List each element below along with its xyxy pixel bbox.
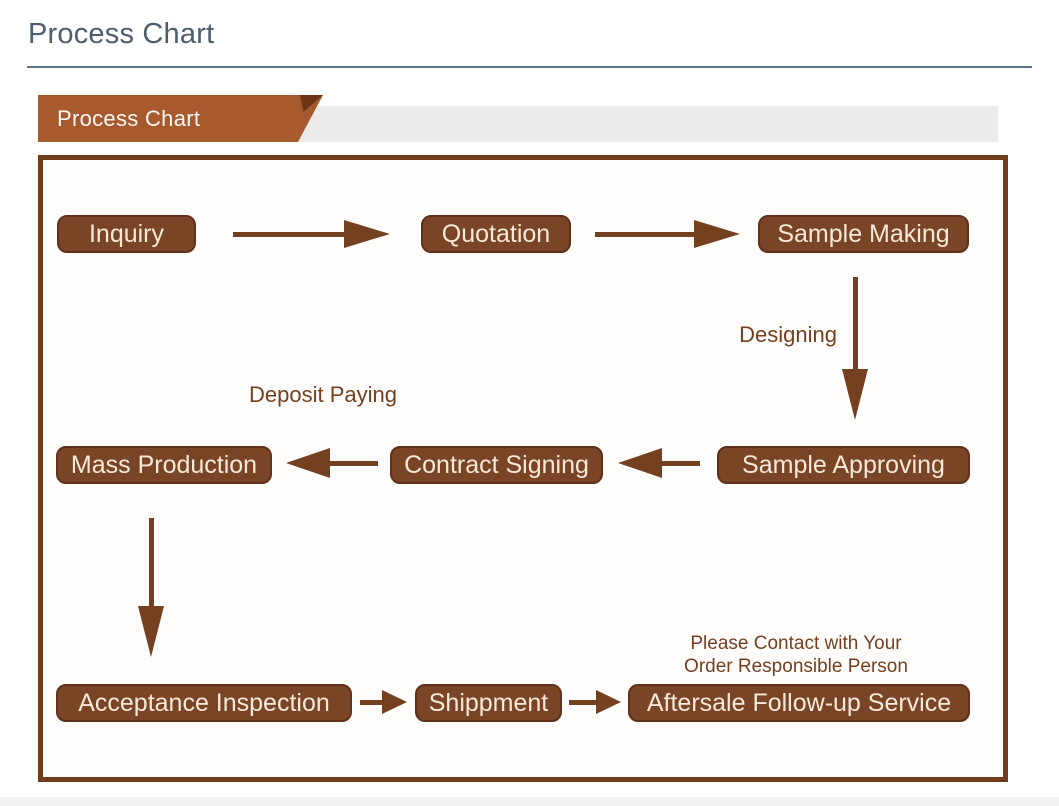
node-mass-production: Mass Production xyxy=(56,446,272,484)
flowchart-frame: Inquiry Quotation Sample Making Designin… xyxy=(38,155,1008,782)
node-sample-approving: Sample Approving xyxy=(717,446,970,484)
arrow-sample-approving-to-contract-signing xyxy=(618,448,700,478)
label-designing: Designing xyxy=(739,322,837,347)
bottom-divider xyxy=(0,797,1059,806)
arrow-right-icon xyxy=(694,220,740,248)
contact-note-line1: Please Contact with Your xyxy=(690,633,902,654)
arrow-shaft xyxy=(595,231,694,237)
arrow-shaft xyxy=(662,460,700,466)
arrow-quotation-to-sample-making xyxy=(595,220,740,248)
ribbon-tab: Process Chart xyxy=(38,95,323,142)
arrow-shaft xyxy=(233,231,344,237)
title-divider xyxy=(27,66,1032,68)
arrow-right-icon xyxy=(596,690,621,714)
label-contact-note: Please Contact with Your Order Responsib… xyxy=(646,632,946,678)
node-acceptance-inspection: Acceptance Inspection xyxy=(56,684,352,722)
arrow-shaft xyxy=(148,518,154,606)
section-header-ribbon: Process Chart xyxy=(38,95,998,142)
arrow-mass-production-to-acceptance-inspection xyxy=(137,518,165,657)
node-aftersale-service: Aftersale Follow-up Service xyxy=(628,684,970,722)
label-deposit-paying: Deposit Paying xyxy=(249,382,397,407)
arrow-sample-making-to-sample-approving xyxy=(841,277,869,420)
node-sample-making: Sample Making xyxy=(758,215,969,253)
node-contract-signing: Contract Signing xyxy=(390,446,603,484)
node-shippment: Shippment xyxy=(415,684,562,722)
node-inquiry: Inquiry xyxy=(57,215,196,253)
arrow-contract-signing-to-mass-production xyxy=(286,448,378,478)
arrow-shaft xyxy=(330,460,378,466)
arrow-down-icon xyxy=(842,369,868,420)
arrow-shaft xyxy=(360,699,382,705)
arrow-left-icon xyxy=(618,448,662,478)
arrow-right-icon xyxy=(344,220,390,248)
arrow-shaft xyxy=(569,699,596,705)
arrow-left-icon xyxy=(286,448,330,478)
arrow-right-icon xyxy=(382,690,407,714)
arrow-down-icon xyxy=(138,606,164,657)
arrow-shaft xyxy=(852,277,858,369)
node-quotation: Quotation xyxy=(421,215,571,253)
ribbon-label: Process Chart xyxy=(57,105,201,131)
arrow-inquiry-to-quotation xyxy=(233,220,390,248)
flowchart-canvas: Inquiry Quotation Sample Making Designin… xyxy=(43,160,1003,777)
contact-note-line2: Order Responsible Person xyxy=(684,656,908,677)
arrow-shippment-to-aftersale xyxy=(569,690,621,714)
page-title: Process Chart xyxy=(28,18,215,50)
arrow-acceptance-to-shippment xyxy=(360,690,407,714)
